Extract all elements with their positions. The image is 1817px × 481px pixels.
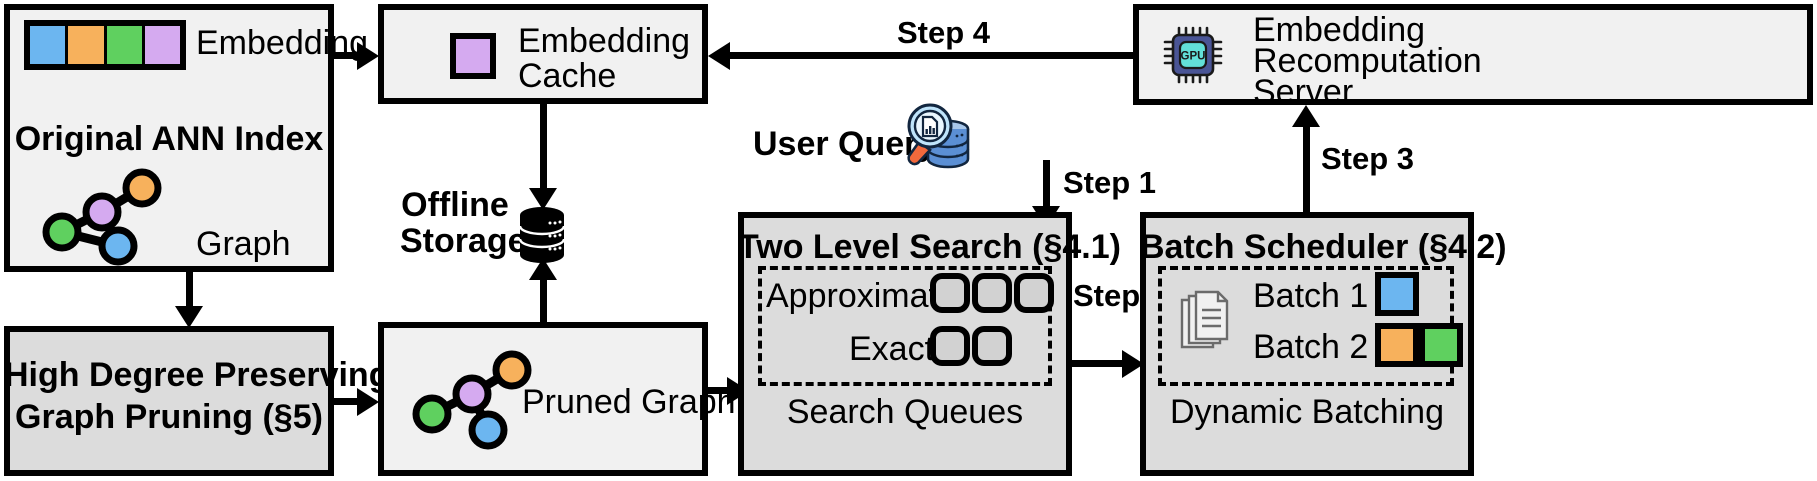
offline-storage-label-line1: Offline: [401, 186, 509, 224]
graph-label: Graph: [196, 225, 291, 263]
step4-label: Step 4: [897, 15, 991, 50]
arrow-cache-to-storage-head: [529, 188, 557, 210]
arrow-pruning-to-pruned-graph-line: [334, 398, 372, 405]
arrow-index-to-pruning-head: [175, 306, 203, 328]
arrow-step4-line: [730, 52, 1133, 59]
approximate-row-label: Approximate: [766, 277, 957, 315]
arrow-step2-head: [1122, 350, 1144, 378]
graph-pruning-title-line1: High Degree Preserving: [4, 356, 390, 394]
arrow-index-to-cache-line: [334, 52, 372, 59]
arrow-step3-head: [1292, 105, 1320, 127]
arrow-step2-line: [1072, 360, 1132, 367]
arrow-step1-line: [1043, 160, 1050, 208]
documents-stack-icon: [1180, 290, 1229, 349]
graph-pruning-title-line2: Graph Pruning (§5): [15, 398, 323, 436]
gpu-chip-icon: GPU: [1163, 26, 1223, 84]
database-stack-icon: [518, 207, 566, 263]
gpu-icon-text: GPU: [1181, 51, 1206, 63]
embedding-cache-swatch-icon: [450, 33, 496, 79]
arrow-index-to-cache-head: [357, 42, 379, 70]
batch-2-item-orange: [1375, 323, 1419, 367]
embedding-cell-green: [106, 26, 145, 64]
batch-1-item-blue: [1375, 272, 1419, 316]
original-ann-index-title: Original ANN Index: [14, 120, 324, 158]
offline-storage-label-line2: Storage: [400, 222, 527, 260]
step3-label: Step 3: [1321, 141, 1415, 176]
embedding-cell-orange: [68, 26, 107, 64]
exact-row-label: Exact: [849, 330, 935, 368]
embedding-recomputation-server-box: [1133, 4, 1813, 105]
search-queues-dashed-region: [758, 266, 1052, 386]
arrow-step3-line: [1303, 125, 1310, 213]
arrow-cache-to-storage-line: [540, 104, 547, 190]
approximate-queue-slot[interactable]: [1014, 273, 1054, 313]
approximate-queue-slot[interactable]: [972, 273, 1012, 313]
embedding-swatch-strip: [24, 20, 186, 70]
recomputation-server-title-line3: Server: [1253, 73, 1354, 111]
embedding-cache-title-line2: Cache: [518, 57, 617, 95]
arrow-step4-head: [708, 42, 730, 70]
batch-scheduler-title: Batch Scheduler (§4.2): [1140, 228, 1507, 266]
approximate-queue-slot[interactable]: [930, 273, 970, 313]
step1-label: Step 1: [1063, 165, 1157, 200]
batch-2-item-green: [1419, 323, 1463, 367]
arrow-pruned-graph-to-storage-head: [529, 258, 557, 280]
arrow-index-to-pruning-line: [186, 272, 193, 308]
graph-pruning-box: [4, 326, 334, 476]
pruned-graph-label: Pruned Graph: [522, 383, 736, 421]
two-level-search-title: Two Level Search (§4.1): [738, 228, 1121, 266]
exact-queue-slot[interactable]: [972, 326, 1012, 366]
embedding-cache-box: [378, 4, 708, 104]
dynamic-batching-caption: Dynamic Batching: [1169, 393, 1444, 431]
arrow-pruned-graph-to-search-line: [708, 387, 738, 394]
pruned-graph-icon: [412, 350, 532, 450]
search-queues-caption: Search Queues: [786, 393, 1024, 431]
embedding-cache-title-line1: Embedding: [518, 22, 691, 60]
two-level-search-box: [738, 212, 1072, 476]
exact-queue-slot[interactable]: [930, 326, 970, 366]
recomputation-server-title-line1: Embedding: [1253, 11, 1426, 49]
embedding-cell-blue: [30, 26, 69, 64]
batch-1-label: Batch 1: [1253, 277, 1369, 315]
arrow-pruned-graph-to-storage-line: [540, 278, 547, 326]
recomputation-server-title-line2: Recomputation: [1253, 42, 1482, 80]
magnifier-database-icon: [907, 103, 970, 169]
batch-2-label: Batch 2: [1253, 328, 1369, 366]
arrow-pruning-to-pruned-graph-head: [357, 388, 379, 416]
ann-graph-icon: [42, 168, 162, 266]
embedding-cell-purple: [144, 26, 180, 64]
